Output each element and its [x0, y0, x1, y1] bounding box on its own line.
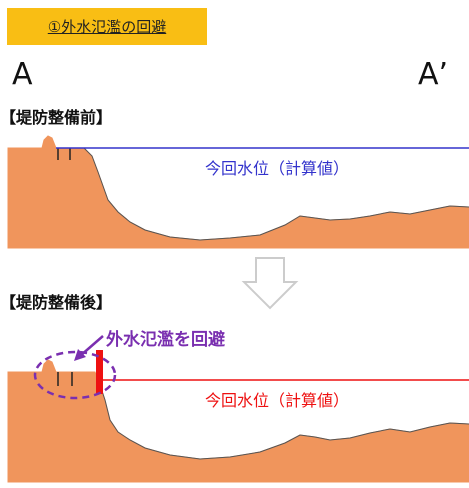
point-a-prime-label: A’: [418, 57, 449, 92]
avoid-flood-annotation: 外水氾濫を回避: [106, 330, 225, 350]
diagram-title: ①外水氾濫の回避: [47, 18, 167, 36]
after-water-level-label: 今回水位（計算値）: [205, 391, 350, 410]
before-ground-profile: [7, 135, 469, 249]
after-ground-edge: [99, 384, 469, 460]
annotation-arrow-line: [79, 335, 104, 357]
title-box: ①外水氾濫の回避: [7, 8, 207, 45]
protected-area-ellipse: [33, 350, 117, 400]
point-a-label: A: [12, 57, 33, 92]
after-section-label: 【堤防整備後】: [0, 293, 113, 312]
before-water-level-label: 今回水位（計算値）: [205, 159, 350, 178]
annotation-arrowhead-icon: [74, 349, 86, 361]
down-arrow-icon: [241, 257, 299, 310]
after-ground-profile: [7, 359, 469, 483]
before-section-label: 【堤防整備前】: [0, 108, 113, 127]
new-levee-bar: [96, 350, 103, 394]
before-ground-edge: [83, 147, 469, 241]
